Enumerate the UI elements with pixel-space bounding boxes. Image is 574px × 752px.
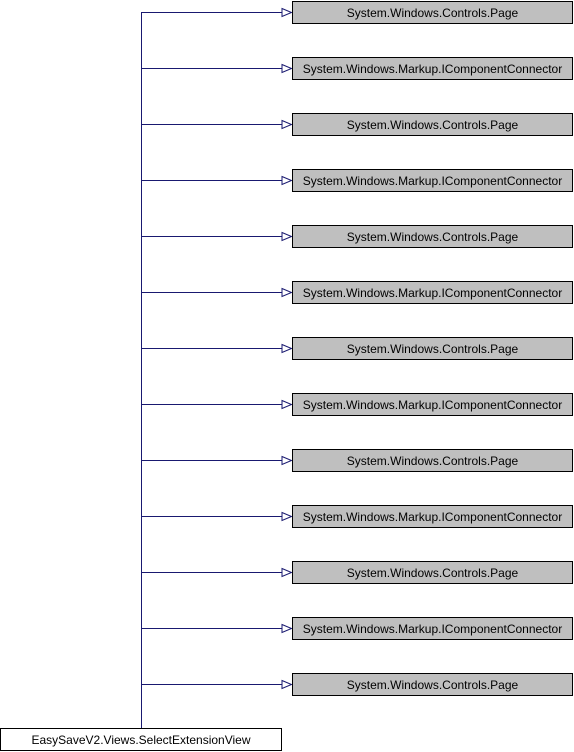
base-class-node[interactable]: System.Windows.Markup.IComponentConnecto…: [292, 505, 573, 528]
base-class-box[interactable]: [292, 1, 573, 24]
base-class-box[interactable]: [292, 337, 573, 360]
base-class-box[interactable]: [292, 393, 573, 416]
inheritance-arrow: [281, 287, 293, 298]
base-class-label: System.Windows.Controls.Page: [347, 342, 519, 356]
base-class-label: System.Windows.Controls.Page: [347, 566, 519, 580]
base-class-box[interactable]: [292, 169, 573, 192]
derived-class-box[interactable]: [0, 728, 282, 751]
base-class-node[interactable]: System.Windows.Markup.IComponentConnecto…: [292, 281, 573, 304]
base-class-node[interactable]: System.Windows.Controls.Page: [292, 1, 573, 24]
base-class-node[interactable]: System.Windows.Controls.Page: [292, 673, 573, 696]
base-class-nodes: System.Windows.Controls.PageSystem.Windo…: [292, 1, 573, 696]
base-class-label: System.Windows.Controls.Page: [347, 230, 519, 244]
base-class-box[interactable]: [292, 561, 573, 584]
inheritance-arrow: [281, 343, 293, 354]
base-class-node[interactable]: System.Windows.Markup.IComponentConnecto…: [292, 169, 573, 192]
derived-class-node[interactable]: EasySaveV2.Views.SelectExtensionView: [0, 728, 282, 751]
inheritance-arrow: [281, 231, 293, 242]
base-class-label: System.Windows.Controls.Page: [347, 6, 519, 20]
base-class-box[interactable]: [292, 225, 573, 248]
base-class-box[interactable]: [292, 57, 573, 80]
inheritance-arrow: [281, 175, 293, 186]
base-class-label: System.Windows.Markup.IComponentConnecto…: [303, 286, 562, 300]
base-class-box[interactable]: [292, 449, 573, 472]
inheritance-arrow: [281, 679, 293, 690]
inheritance-arrow: [281, 119, 293, 130]
base-class-box[interactable]: [292, 281, 573, 304]
base-class-node[interactable]: System.Windows.Markup.IComponentConnecto…: [292, 57, 573, 80]
base-class-label: System.Windows.Controls.Page: [347, 454, 519, 468]
inheritance-arrow: [281, 511, 293, 522]
inheritance-arrow: [281, 623, 293, 634]
connectors: [141, 7, 293, 728]
base-class-node[interactable]: System.Windows.Controls.Page: [292, 113, 573, 136]
base-class-box[interactable]: [292, 617, 573, 640]
base-class-label: System.Windows.Markup.IComponentConnecto…: [303, 622, 562, 636]
inheritance-arrow: [281, 63, 293, 74]
base-class-box[interactable]: [292, 673, 573, 696]
base-class-node[interactable]: System.Windows.Controls.Page: [292, 337, 573, 360]
base-class-label: System.Windows.Controls.Page: [347, 678, 519, 692]
base-class-node[interactable]: System.Windows.Controls.Page: [292, 449, 573, 472]
inheritance-arrow: [281, 399, 293, 410]
inheritance-arrow: [281, 567, 293, 578]
base-class-node[interactable]: System.Windows.Markup.IComponentConnecto…: [292, 617, 573, 640]
base-class-label: System.Windows.Markup.IComponentConnecto…: [303, 510, 562, 524]
base-class-label: System.Windows.Markup.IComponentConnecto…: [303, 174, 562, 188]
base-class-node[interactable]: System.Windows.Markup.IComponentConnecto…: [292, 393, 573, 416]
base-class-label: System.Windows.Markup.IComponentConnecto…: [303, 62, 562, 76]
base-class-label: System.Windows.Markup.IComponentConnecto…: [303, 398, 562, 412]
inheritance-arrow: [281, 7, 293, 18]
derived-class-label: EasySaveV2.Views.SelectExtensionView: [31, 733, 250, 747]
base-class-node[interactable]: System.Windows.Controls.Page: [292, 561, 573, 584]
base-class-box[interactable]: [292, 113, 573, 136]
base-class-box[interactable]: [292, 505, 573, 528]
base-class-label: System.Windows.Controls.Page: [347, 118, 519, 132]
base-class-node[interactable]: System.Windows.Controls.Page: [292, 225, 573, 248]
inheritance-arrow: [281, 455, 293, 466]
